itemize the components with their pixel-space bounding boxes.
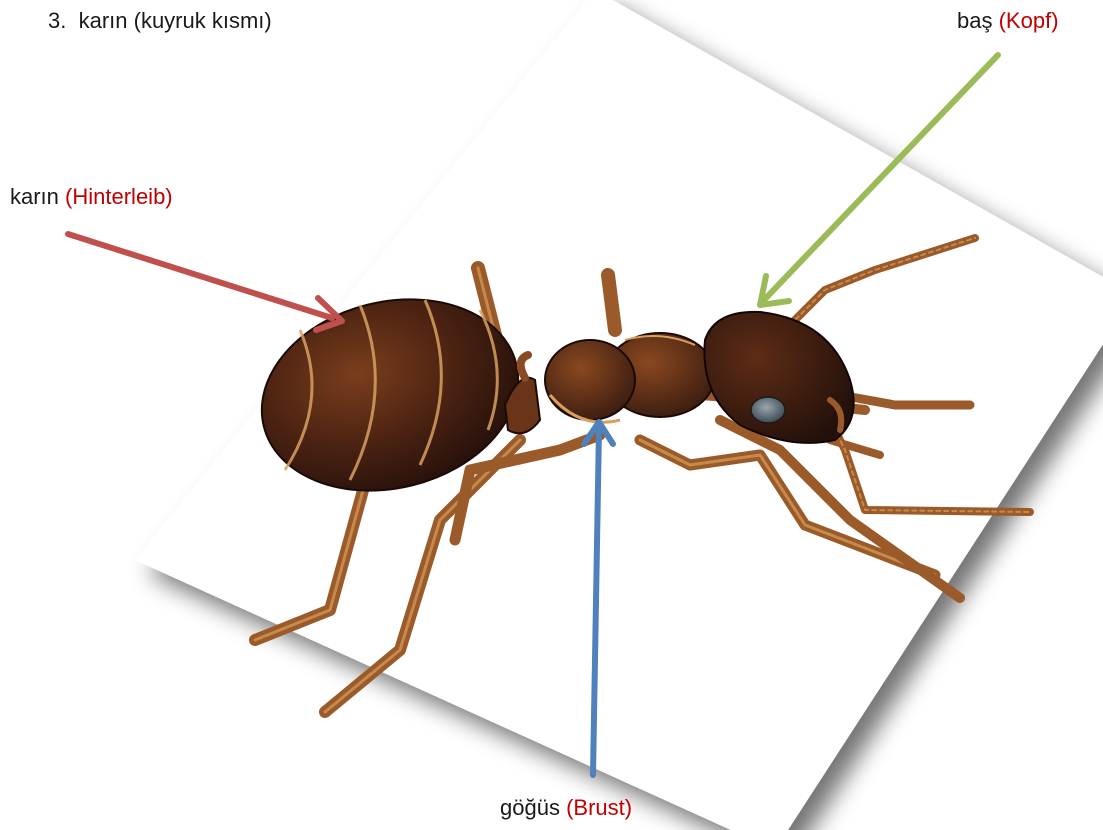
thorax-label-turkish: göğüs bbox=[500, 795, 560, 820]
list-item-number: 3. bbox=[48, 8, 66, 33]
ant-thorax-mid bbox=[545, 340, 635, 420]
list-item: 3. karın (kuyruk kısmı) bbox=[48, 8, 272, 34]
head-label-turkish: baş bbox=[957, 8, 992, 33]
ant-eye bbox=[751, 397, 785, 423]
thorax-label: göğüs (Brust) bbox=[500, 795, 632, 821]
head-label: baş (Kopf) bbox=[957, 8, 1059, 34]
arrow-abdomen bbox=[68, 234, 342, 330]
abdomen-label-turkish: karın bbox=[10, 184, 59, 209]
abdomen-label: karın (Hinterleib) bbox=[10, 184, 173, 210]
list-item-text: karın (kuyruk kısmı) bbox=[79, 8, 272, 33]
thorax-label-german: (Brust) bbox=[566, 795, 632, 820]
abdomen-label-german: (Hinterleib) bbox=[65, 184, 173, 209]
head-label-german: (Kopf) bbox=[999, 8, 1059, 33]
